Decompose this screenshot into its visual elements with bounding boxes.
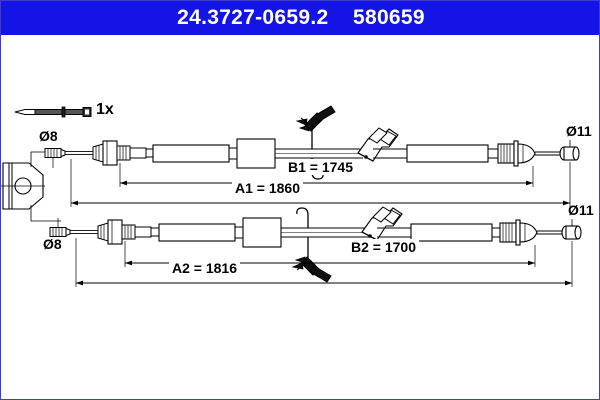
lower-right-ferrule (499, 219, 538, 246)
diameter-label-lower-left: Ø8 (43, 236, 62, 252)
upper-mid-block (236, 138, 276, 169)
upper-sleeve-2 (406, 144, 489, 163)
upper-left-ferrule (92, 143, 104, 163)
upper-end-barrel (559, 146, 580, 161)
upper-retaining-clip (295, 105, 336, 180)
lower-cable-assembly (49, 206, 582, 283)
lower-bracket-fitting (361, 206, 403, 241)
lower-ribbed-collar (121, 224, 136, 240)
header-bar (1, 1, 599, 35)
upper-bracket-fitting (357, 127, 399, 162)
diameter-label-lower-right: Ø11 (568, 202, 594, 218)
upper-housing-block (102, 140, 118, 166)
lower-mid-block (242, 217, 282, 248)
dimension-label-b2: B2 = 1700 (348, 239, 419, 255)
quantity-label: 1x (96, 101, 114, 118)
upper-ribbed-collar (116, 145, 131, 161)
mounting-bracket (1, 151, 61, 222)
lower-housing-block (107, 219, 123, 245)
drawing-svg (1, 105, 582, 287)
diameter-leader-lines (52, 158, 59, 227)
diameter-label-upper-left: Ø8 (39, 128, 58, 144)
dimension-label-a1: A1 = 1860 (232, 180, 303, 196)
lower-left-nipple (49, 227, 71, 237)
lower-sheath-1 (134, 226, 152, 238)
dimension-label-b1: B1 = 1745 (285, 159, 356, 175)
upper-sleeve-1 (152, 144, 230, 163)
pin-part-detail (14, 106, 92, 118)
technical-drawing: 1x Ø8 Ø8 Ø11 Ø11 B1 = 1745 A1 = 1860 B2 … (1, 35, 599, 399)
upper-sheath-1 (129, 147, 147, 159)
upper-dimension-lines (70, 159, 571, 207)
dimension-label-a2: A2 = 1816 (169, 260, 240, 276)
diameter-label-upper-right: Ø11 (566, 123, 592, 139)
lower-left-ferrule (97, 222, 109, 242)
upper-right-ferrule (497, 140, 536, 167)
page-title: 24.3727-0659.2 580659 (177, 6, 425, 29)
upper-left-nipple (44, 148, 66, 158)
lower-end-barrel (561, 225, 582, 240)
lower-retaining-clip (291, 207, 332, 283)
lower-sleeve-2 (410, 223, 493, 242)
upper-cable-assembly (44, 105, 580, 180)
lower-sleeve-1 (158, 223, 236, 242)
